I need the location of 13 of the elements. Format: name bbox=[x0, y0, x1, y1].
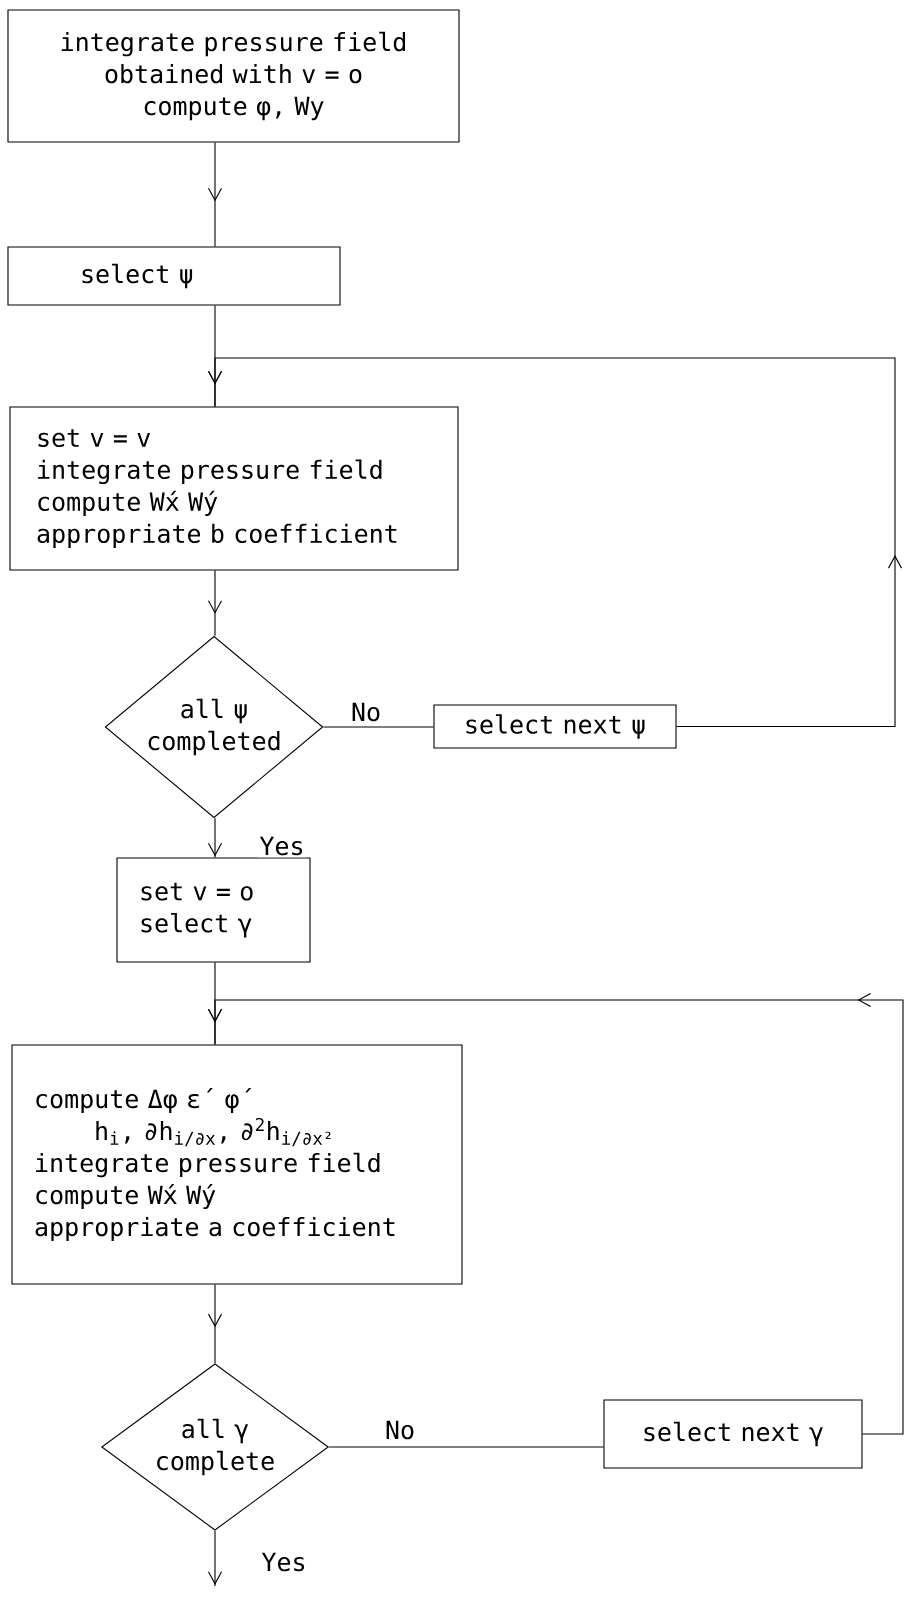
arrow bbox=[207, 1530, 223, 1587]
arrow bbox=[207, 817, 223, 858]
process-box: compute Δφ ε´ φ´ h$_{i}$, ∂h$_{i/∂x}$, ∂$^{2}$h$_{i/∂x²}$ integrate pressure field compute Wx́ Wý appropriate a coefficient bbox=[11, 1044, 463, 1285]
process-box: select next γ bbox=[603, 1399, 863, 1469]
edge-label: Yes bbox=[257, 834, 307, 858]
edge-label: No bbox=[348, 700, 384, 724]
edge-label: Yes bbox=[259, 1550, 309, 1574]
edge-label: No bbox=[382, 1418, 418, 1442]
process-box: set v = v integrate pressure field compute Wx́ Wý appropriate b coefficient bbox=[9, 406, 459, 571]
process-box: select next ψ bbox=[433, 704, 677, 749]
process-box: set v = o select γ bbox=[116, 857, 311, 963]
process-box: integrate pressure field obtained with v = o compute φ, Wy bbox=[7, 9, 460, 143]
process-box: select ψ bbox=[7, 246, 341, 306]
